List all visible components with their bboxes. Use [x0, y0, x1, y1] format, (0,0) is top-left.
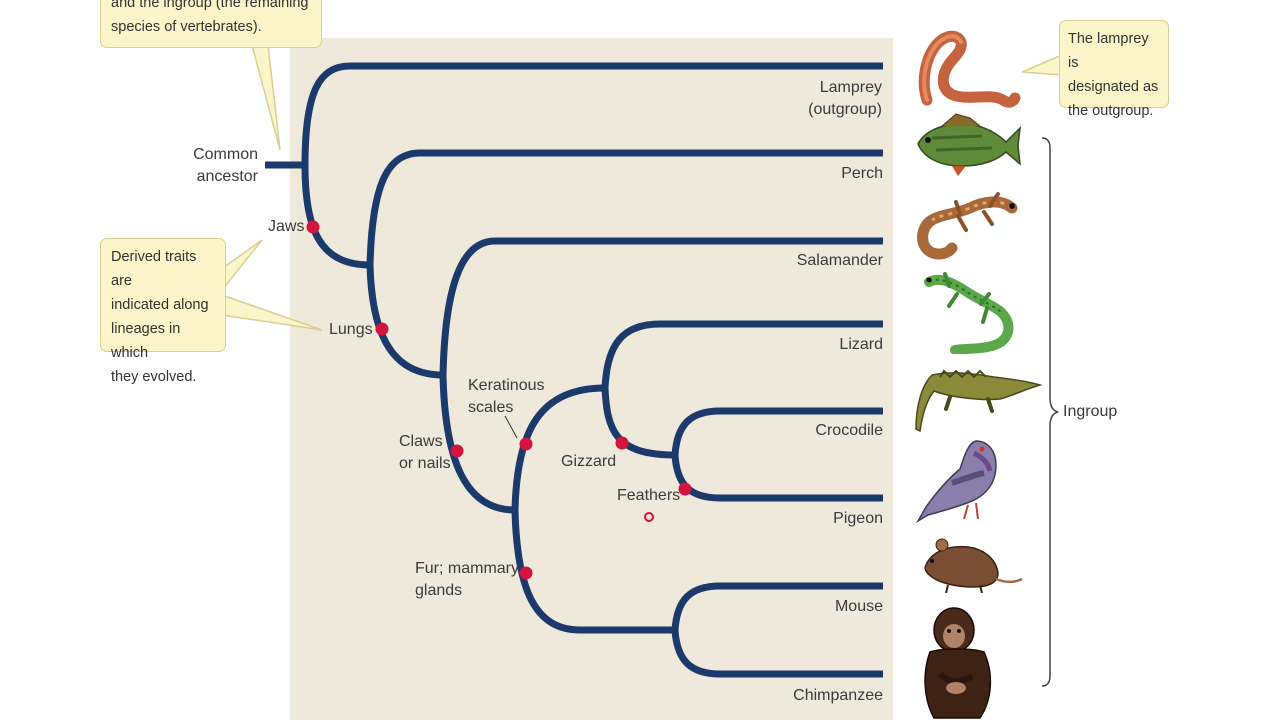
trait-keratin-line1: Keratinous — [468, 377, 545, 394]
root-line2: ancestor — [196, 168, 258, 185]
derived-callout-pointer — [219, 239, 323, 331]
branch-chimpanzee — [671, 629, 883, 678]
derived-line2: indicated along — [111, 297, 209, 313]
salamander-icon — [917, 192, 1018, 260]
branch-archosaurs — [601, 387, 676, 459]
lizard-icon — [924, 272, 1014, 354]
taxon-mouse: Mouse — [834, 598, 883, 615]
gizzard-marker — [615, 436, 629, 450]
callout-top-line1: and the ingroup (the remaining — [111, 0, 309, 11]
derived-line3: lineages in which — [111, 321, 181, 361]
derived-traits-callout: Derived traits are indicated along linea… — [100, 238, 226, 385]
taxon-pigeon: Pigeon — [833, 510, 883, 527]
trait-lungs: Lungs — [329, 321, 373, 338]
trait-fur-line2: glands — [415, 582, 463, 599]
taxon-lamprey-line2: (outgroup) — [808, 101, 882, 118]
taxon-salamander: Salamander — [796, 252, 883, 269]
taxon-chimpanzee: Chimpanzee — [793, 687, 883, 704]
derived-line1: Derived traits are — [111, 249, 197, 289]
feathers-marker — [678, 482, 692, 496]
cursor-indicator — [644, 512, 654, 522]
trait-keratin-line2: scales — [468, 399, 514, 416]
lamprey-callout: The lamprey is designated as the outgrou… — [1059, 20, 1169, 119]
claws-marker — [450, 444, 464, 458]
trait-claws: Claws or nails — [399, 431, 451, 475]
trait-claws-line1: Claws — [399, 433, 443, 450]
branch-clawed — [439, 374, 516, 514]
lamprey-callout-line2: designated as — [1068, 79, 1159, 95]
root-line1: Common — [193, 146, 258, 163]
outgroup-callout-top: and the ingroup (the remaining species o… — [100, 0, 322, 48]
trait-keratinous-scales: Keratinous scales — [468, 375, 545, 419]
pigeon-icon — [915, 440, 997, 523]
ingroup-bracket — [1041, 137, 1059, 687]
branch-lizard — [601, 320, 883, 389]
common-ancestor-label: Common ancestor — [180, 144, 258, 188]
branch-lamprey — [301, 62, 883, 166]
taxon-lizard: Lizard — [839, 336, 883, 353]
callout-top-line2: species of vertebrates). — [111, 19, 262, 35]
branch-mouse — [671, 582, 883, 631]
trait-jaws: Jaws — [268, 218, 305, 235]
trait-gizzard: Gizzard — [561, 453, 617, 470]
taxon-lamprey-line1: Lamprey — [819, 79, 882, 96]
branch-crocodile — [671, 407, 883, 456]
branch-reptiles — [511, 384, 606, 511]
chimpanzee-icon — [924, 607, 992, 719]
ingroup-label: Ingroup — [1063, 403, 1118, 420]
branch-lunged — [366, 264, 444, 379]
branch-jawed — [301, 164, 371, 269]
trait-fur-line1: Fur; mammary — [415, 560, 519, 577]
lamprey-callout-line3: the outgroup. — [1068, 103, 1154, 119]
perch-icon — [917, 113, 1021, 176]
branch-pigeon — [671, 454, 883, 502]
branch-perch — [366, 149, 883, 266]
branch-mammals — [511, 509, 675, 634]
taxon-crocodile: Crocodile — [815, 422, 883, 439]
trait-feathers: Feathers — [617, 487, 681, 504]
lungs-marker — [375, 322, 389, 336]
trait-fur: Fur; mammary glands — [415, 558, 519, 602]
lamprey-callout-line1: The lamprey is — [1068, 31, 1149, 71]
keratin-pointer — [504, 415, 518, 439]
derived-line4: they evolved. — [111, 369, 197, 385]
trait-claws-line2: or nails — [399, 455, 451, 472]
taxon-perch: Perch — [841, 165, 883, 182]
crocodile-icon — [915, 369, 1043, 433]
jaws-marker — [306, 220, 320, 234]
keratin-marker — [519, 437, 533, 451]
lamprey-icon — [918, 30, 1021, 108]
taxon-lamprey: Lamprey (outgroup) — [740, 77, 882, 121]
branch-salamander — [439, 237, 883, 376]
fur-marker — [519, 566, 533, 580]
mouse-icon — [924, 538, 1023, 594]
